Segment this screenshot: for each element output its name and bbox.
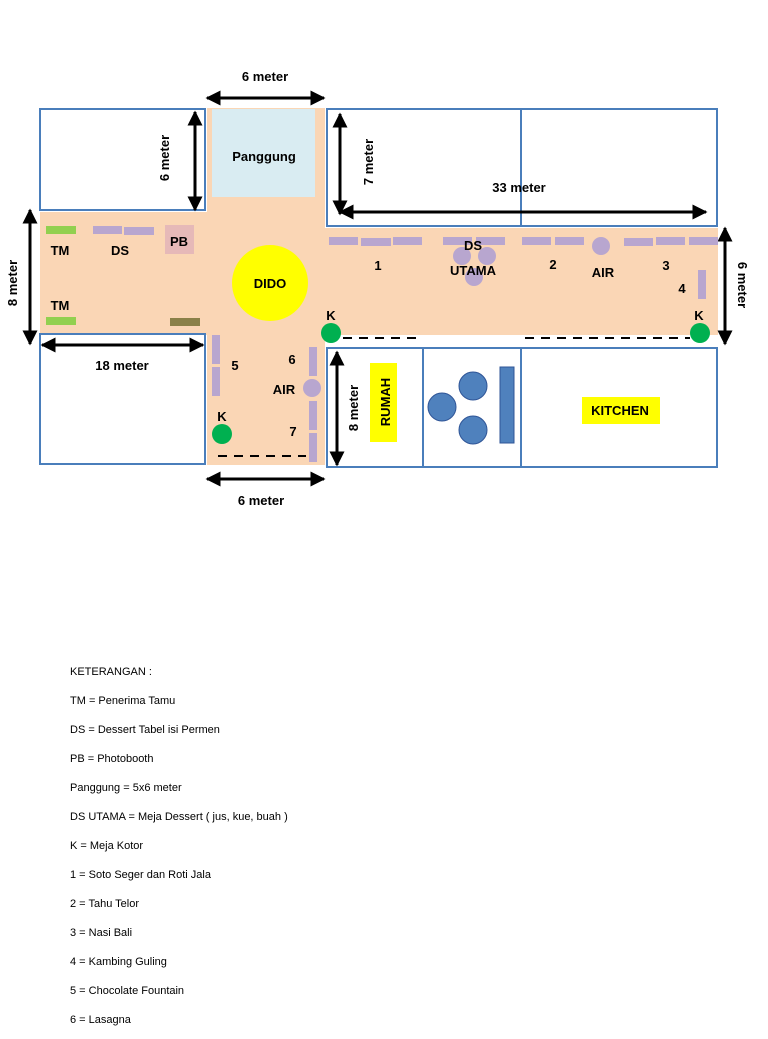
buffet-table: [522, 237, 551, 245]
stage-label: Panggung: [232, 149, 296, 164]
buffet-table: [361, 238, 391, 246]
dimension-left-width-label: 18 meter: [95, 358, 148, 373]
stall-4-label: 4: [678, 281, 686, 296]
buffet-table: [443, 237, 472, 245]
room-bottom-left: [39, 333, 206, 465]
round-table: [458, 371, 488, 401]
buffet-table-vertical: [309, 347, 317, 376]
kitchen-highlight: [582, 397, 660, 424]
dirty-table-left: [212, 424, 232, 444]
ds-utama-label-2: UTAMA: [450, 263, 497, 278]
k-label-right: K: [694, 308, 704, 323]
air-label-left: AIR: [273, 382, 296, 397]
dirty-table-mid: [321, 323, 341, 343]
dimension-total-label: 33 meter: [492, 180, 545, 195]
kitchen-label: KITCHEN: [591, 403, 649, 418]
buffet-table-vertical: [309, 401, 317, 430]
k-label-left: K: [217, 409, 227, 424]
stall-2-label: 2: [549, 257, 556, 272]
legend-item: TM = Penerima Tamu: [70, 695, 176, 707]
long-table: [499, 366, 515, 444]
dimension-bottom-label: 6 meter: [238, 493, 284, 508]
stage: [212, 109, 315, 197]
buffet-table: [555, 237, 584, 245]
stall-6-label: 6: [288, 352, 295, 367]
air-station-top: [592, 237, 610, 255]
buffet-table-vertical: [212, 367, 220, 396]
legend-item: 3 = Nasi Bali: [70, 927, 133, 939]
ds-utama-chair: [478, 247, 496, 265]
stall-1-label: 1: [374, 258, 381, 273]
ds-label: DS: [111, 243, 129, 258]
buffet-table: [393, 237, 422, 245]
legend-item: K = Meja Kotor: [70, 840, 144, 852]
photobooth-box: [165, 225, 194, 254]
dido-label: DIDO: [254, 276, 287, 291]
ds-table-1: [93, 226, 122, 234]
air-station-left: [303, 379, 321, 397]
tm-label-bottom: TM: [51, 298, 70, 313]
dimension-upper-right-label: 7 meter: [361, 139, 376, 185]
ds-utama-label-1: DS: [464, 238, 482, 253]
legend-item: PB = Photobooth: [70, 753, 154, 765]
rumah-highlight: [370, 363, 397, 442]
round-table: [458, 415, 488, 445]
stall-7-label: 7: [289, 424, 296, 439]
dimension-rumah-label: 8 meter: [346, 385, 361, 431]
stall-3-label: 3: [662, 258, 669, 273]
buffet-table: [476, 237, 505, 245]
ds-utama-chair: [453, 247, 471, 265]
olive-table: [170, 318, 200, 326]
dimension-right-label: 6 meter: [735, 262, 750, 308]
buffet-table-vertical: [698, 270, 706, 299]
legend: KETERANGAN : TM = Penerima Tamu DS = Des…: [70, 662, 288, 1039]
buffet-table-vertical: [309, 433, 317, 462]
dimension-top-label: 6 meter: [242, 69, 288, 84]
tm-table-top: [46, 226, 76, 234]
legend-item: Panggung = 5x6 meter: [70, 782, 182, 794]
dido-circle: [232, 245, 308, 321]
k-label-mid: K: [326, 308, 336, 323]
legend-item: DS UTAMA = Meja Dessert ( jus, kue, buah…: [70, 811, 288, 823]
ds-table-2: [124, 227, 154, 235]
tm-table-bottom: [46, 317, 76, 325]
room-top-left: [39, 108, 206, 211]
room-top-right-a: [326, 108, 522, 227]
rumah-label: RUMAH: [378, 378, 393, 426]
buffet-table-vertical: [212, 335, 220, 364]
buffet-table: [689, 237, 718, 245]
legend-item: DS = Dessert Tabel isi Permen: [70, 724, 220, 736]
legend-item: 4 = Kambing Guling: [70, 956, 167, 968]
room-top-right-b: [520, 108, 718, 227]
photobooth-label: PB: [170, 234, 188, 249]
legend-item: 5 = Chocolate Fountain: [70, 985, 185, 997]
buffet-table: [329, 237, 358, 245]
buffet-table: [624, 238, 653, 246]
legend-item: 6 = Lasagna: [70, 1014, 131, 1026]
legend-item: 2 = Tahu Telor: [70, 898, 140, 910]
stall-5-label: 5: [231, 358, 238, 373]
ds-utama-chair: [465, 268, 483, 286]
buffet-table: [656, 237, 685, 245]
round-table: [427, 392, 457, 422]
tm-label-top: TM: [51, 243, 70, 258]
legend-title: KETERANGAN :: [70, 666, 152, 678]
dimension-left-label: 8 meter: [5, 260, 20, 306]
dirty-table-right: [690, 323, 710, 343]
venue-floor: [40, 108, 718, 465]
legend-item: 1 = Soto Seger dan Roti Jala: [70, 869, 211, 881]
dimension-stage-label: 6 meter: [157, 135, 172, 181]
venue-floor-plan: Panggung DIDO 6 meter 6 meter 7 meter 33…: [5, 69, 750, 508]
air-label-top: AIR: [592, 265, 615, 280]
